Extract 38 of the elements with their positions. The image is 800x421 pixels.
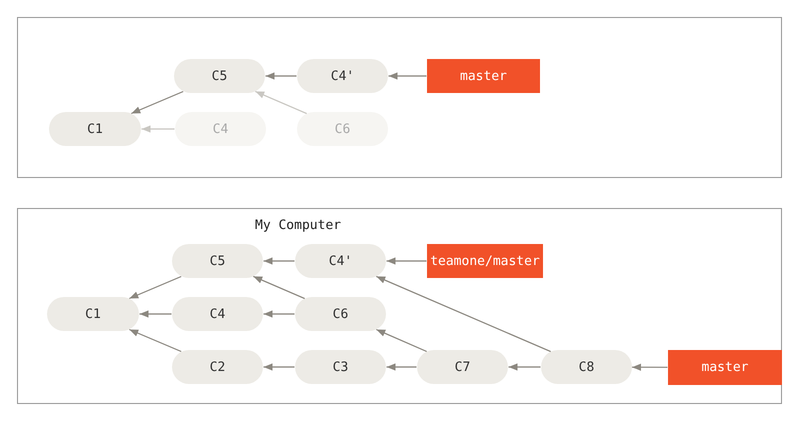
- commit-node: C1: [49, 112, 141, 146]
- branch-label: master: [668, 350, 782, 385]
- arrow: [376, 328, 427, 352]
- arrow: [264, 310, 294, 318]
- panel: [17, 17, 782, 178]
- commit-node: C1: [47, 297, 139, 331]
- commit-node: C4': [297, 59, 388, 93]
- arrow: [376, 276, 551, 352]
- commit-node: C5: [172, 244, 263, 278]
- arrow: [264, 257, 294, 265]
- arrow: [388, 72, 426, 80]
- panel: [17, 208, 782, 404]
- commit-node: C7: [417, 350, 508, 384]
- commit-node: C4: [172, 297, 263, 331]
- commit-node: C4': [295, 244, 386, 278]
- commit-node: C4: [175, 112, 266, 146]
- arrow: [129, 328, 182, 352]
- arrow: [386, 257, 426, 265]
- commit-node: C5: [174, 59, 265, 93]
- arrow: [131, 90, 184, 114]
- commit-node: C6: [295, 297, 386, 331]
- arrow: [129, 276, 182, 300]
- arrow: [386, 363, 416, 371]
- commit-node: C3: [295, 350, 386, 384]
- branch-label: master: [427, 59, 540, 93]
- arrow: [255, 90, 307, 114]
- panel-title: My Computer: [255, 218, 342, 233]
- arrow: [253, 276, 305, 300]
- arrow: [142, 125, 174, 133]
- arrow: [264, 363, 294, 371]
- commit-node: C2: [172, 350, 263, 384]
- arrow: [508, 363, 540, 371]
- commit-node: C6: [297, 112, 388, 146]
- arrow: [632, 364, 668, 371]
- arrow: [140, 310, 172, 318]
- branch-label: teamone/master: [427, 244, 543, 278]
- commit-node: C8: [541, 350, 632, 384]
- arrow: [266, 72, 296, 80]
